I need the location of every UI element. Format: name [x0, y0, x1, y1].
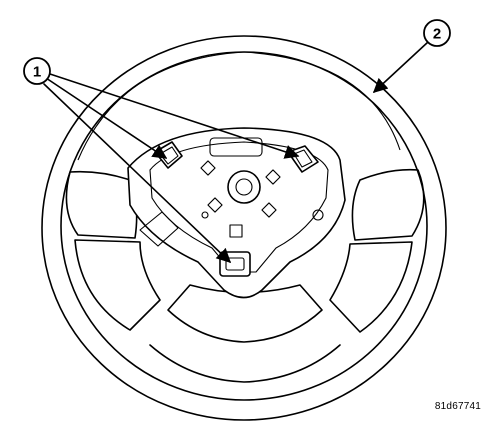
- callout-1-label: 1: [33, 64, 41, 81]
- callout-2-label: 2: [433, 26, 441, 43]
- steering-wheel-hub: [127, 127, 346, 299]
- callout-2-leader: [372, 41, 429, 93]
- callout-1: 1: [23, 57, 51, 85]
- steering-wheel-rim: [41, 35, 447, 421]
- lower-switch: [219, 251, 251, 277]
- callout-1-leaders: [43, 73, 300, 263]
- callout-2: 2: [423, 19, 451, 47]
- figure-code: 81d67741: [434, 401, 481, 412]
